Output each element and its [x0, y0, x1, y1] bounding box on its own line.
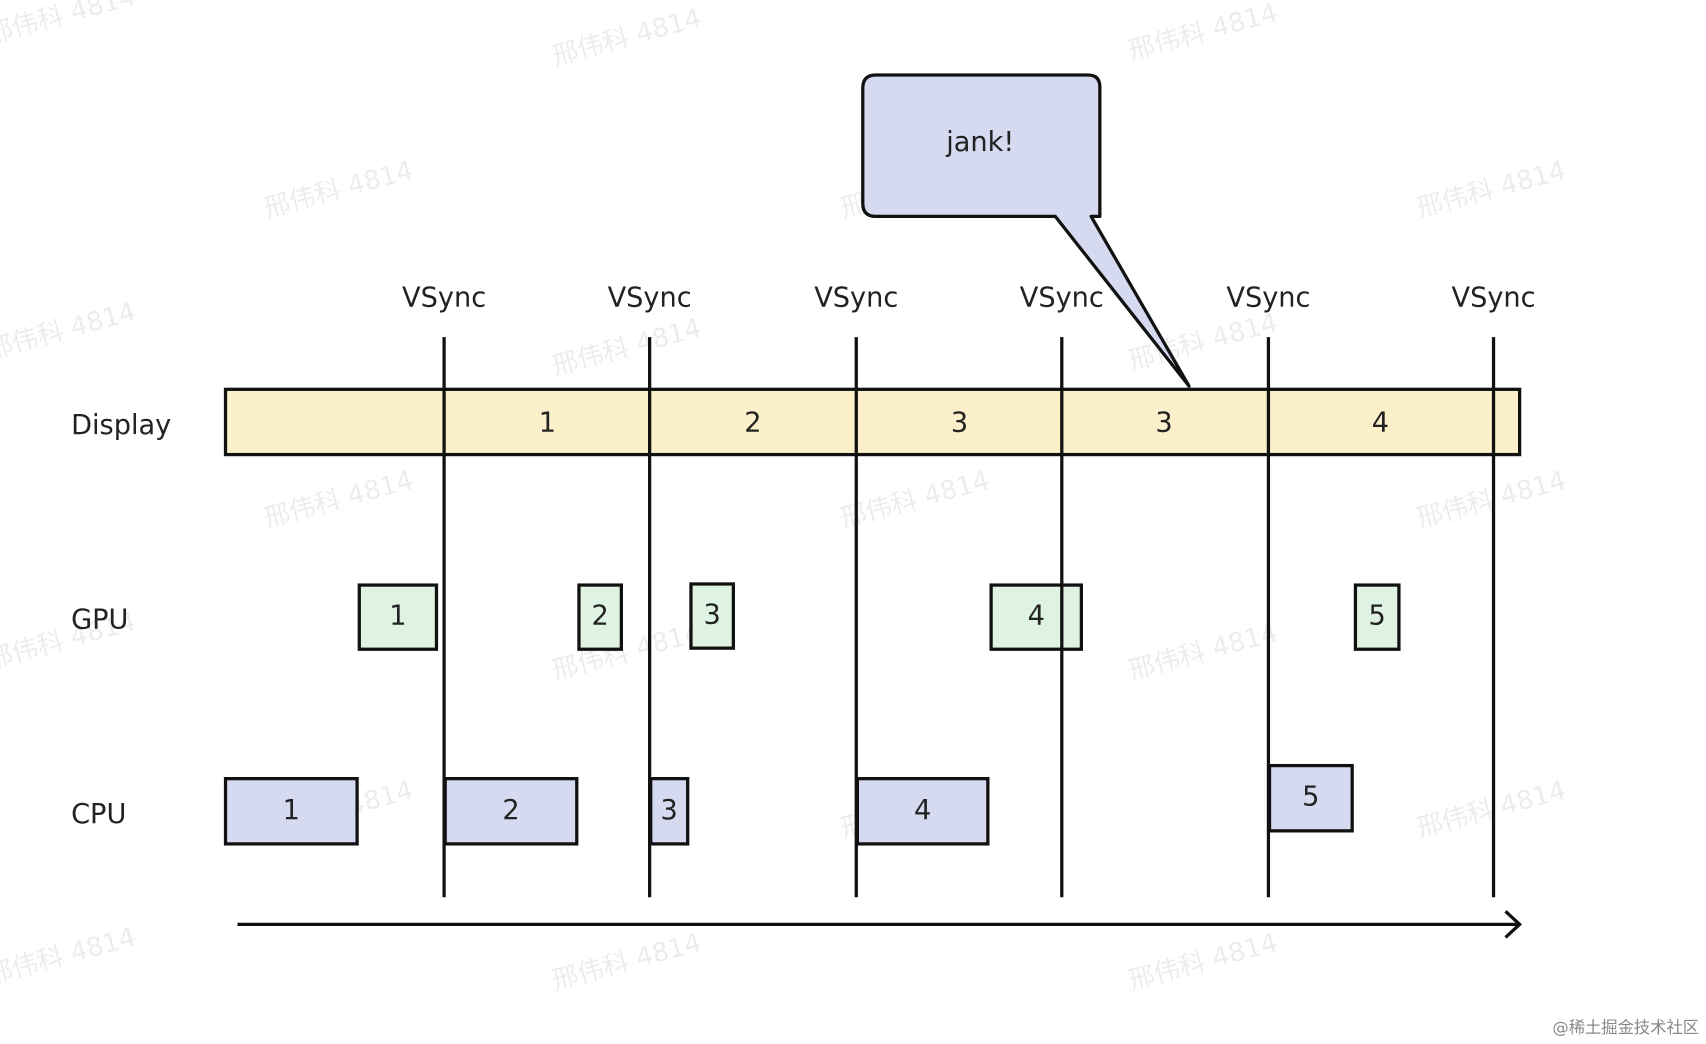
- cpu-frame-box: [855, 777, 990, 846]
- vsync-label: VSync: [1226, 283, 1310, 314]
- display-frame-label: 4: [1372, 408, 1389, 439]
- watermark-text: 邢伟科 4814: [549, 313, 704, 382]
- cpu-frame-label: 1: [283, 795, 300, 826]
- callout-bubble: [861, 73, 1191, 388]
- gpu-frame-label: 3: [704, 600, 721, 631]
- display-bar: [223, 387, 1522, 457]
- gpu-frame-box: [577, 583, 623, 651]
- cpu-frame-box: [649, 777, 690, 846]
- watermark-text: 邢伟科 4814: [1125, 0, 1280, 67]
- row-label-display: Display: [71, 410, 171, 441]
- cpu-frame-label: 3: [661, 795, 678, 826]
- display-frame-label: 2: [744, 408, 761, 439]
- gpu-frame-1: 1: [357, 583, 439, 651]
- watermark-text: 邢伟科 4814: [1125, 618, 1280, 687]
- callout-text: jank!: [945, 127, 1014, 158]
- gpu-frame-label: 2: [592, 601, 609, 632]
- vsync-marker: VSync: [402, 283, 486, 898]
- gpu-frame-label: 1: [389, 601, 406, 632]
- vsync-label: VSync: [1451, 283, 1535, 314]
- cpu-frame-label: 2: [502, 795, 519, 826]
- gpu-frame-2: 2: [577, 583, 623, 651]
- credit-watermark: @稀土掘金技术社区: [1552, 1018, 1699, 1037]
- cpu-frame-label: 5: [1302, 782, 1319, 813]
- watermark-text: 邢伟科 4814: [1414, 466, 1569, 535]
- gpu-frame-box: [689, 582, 736, 650]
- jank-callout: jank!: [861, 73, 1191, 388]
- vsync-label: VSync: [1020, 283, 1104, 314]
- watermark-text: 邢伟科 4814: [549, 3, 704, 72]
- cpu-frame-box: [223, 777, 359, 846]
- gpu-frame-label: 5: [1369, 601, 1386, 632]
- gpu-frame-box: [989, 583, 1084, 651]
- watermark-text: 邢伟科 4814: [1125, 928, 1280, 997]
- vsync-label: VSync: [608, 283, 692, 314]
- cpu-frame-box: [1267, 763, 1354, 833]
- watermark-text: 邢伟科 4814: [0, 0, 139, 50]
- watermark-text: 邢伟科 4814: [0, 922, 139, 991]
- watermark-text: 邢伟科 4814: [261, 466, 416, 535]
- cpu-frame-4: 4: [855, 777, 990, 846]
- cpu-frame-2: 2: [443, 777, 579, 846]
- cpu-frame-box: [443, 777, 579, 846]
- vsync-marker: VSync: [1020, 283, 1104, 898]
- watermarks: 邢伟科 4814 邢伟科 4814 邢伟科 4814 邢伟科 4814 邢伟科 4814…: [0, 0, 1569, 996]
- display-frame-label: 1: [539, 408, 556, 439]
- vsync-marker: VSync: [1451, 283, 1536, 898]
- watermark-text: 邢伟科 4814: [261, 156, 416, 225]
- gpu-frame-5: 5: [1353, 583, 1401, 651]
- gpu-frame-box: [357, 583, 439, 651]
- vsync-label: VSync: [402, 283, 486, 314]
- gpu-frame-label: 4: [1028, 601, 1045, 632]
- watermark-text: 邢伟科 4814: [549, 618, 704, 687]
- watermark-text: 邢伟科 4814: [1414, 776, 1569, 845]
- cpu-frame-label: 4: [914, 795, 931, 826]
- vsync-marker: VSync: [1226, 283, 1310, 898]
- cpu-frame-5: 5: [1267, 763, 1354, 833]
- row-label-gpu: GPU: [71, 605, 128, 636]
- gpu-frame-4: 4: [989, 583, 1084, 651]
- row-label-cpu: CPU: [71, 799, 126, 830]
- cpu-frame-1: 1: [223, 777, 359, 846]
- watermark-text: 邢伟科 4814: [1414, 156, 1569, 225]
- watermark-text: 邢伟科 4814: [837, 466, 992, 535]
- time-axis-arrow: [237, 910, 1523, 939]
- vsync-marker: VSync: [814, 283, 898, 898]
- gpu-frame-3: 3: [689, 582, 736, 650]
- display-frame-label: 3: [1155, 408, 1172, 439]
- gpu-frame-box: [1353, 583, 1401, 651]
- cpu-frame-3: 3: [649, 777, 690, 846]
- display-frame-label: 3: [951, 408, 968, 439]
- watermark-text: 邢伟科 4814: [0, 297, 139, 366]
- vsync-marker: VSync: [608, 283, 692, 898]
- vsync-label: VSync: [814, 283, 898, 314]
- watermark-text: 邢伟科 4814: [549, 928, 704, 997]
